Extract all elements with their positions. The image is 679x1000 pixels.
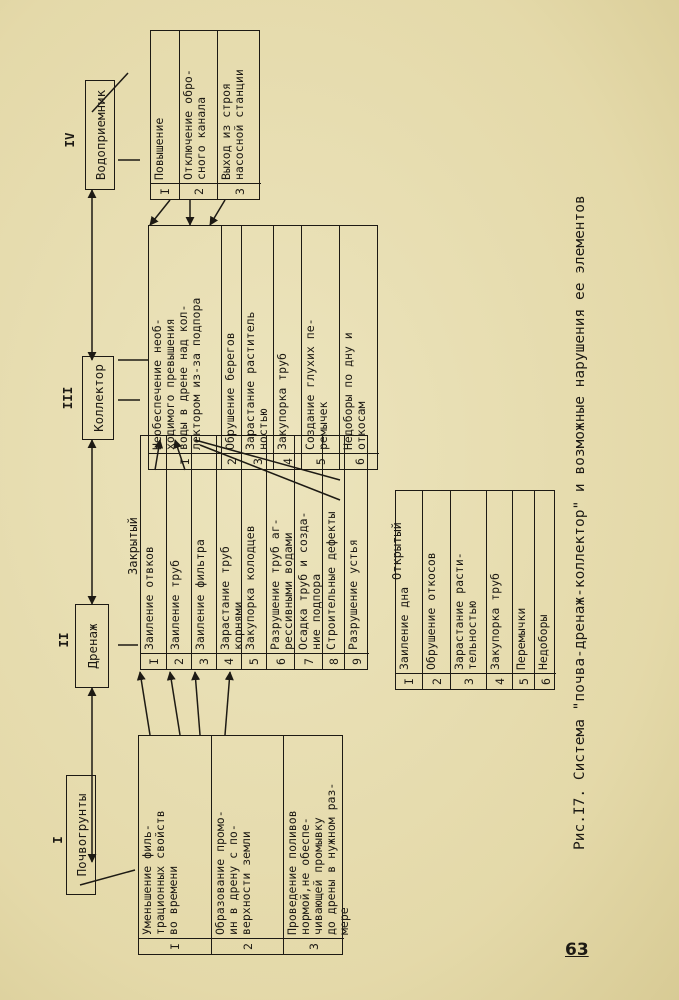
table-row: I Уменьшение филь- трационных свойств во…	[139, 736, 211, 954]
figure-caption: Рис.I7. Система "почва-дренаж-коллектор"…	[572, 195, 588, 850]
box-collector-roman: III	[60, 386, 75, 410]
box-drain: Дренаж	[75, 604, 109, 688]
box-recipient: Водоприемник	[85, 80, 115, 190]
caption-closed: Закрытый	[126, 517, 140, 575]
box-drain-label: Дренаж	[85, 623, 100, 669]
box-recipient-roman: IV	[62, 132, 77, 148]
table-row: 3 Проведение поливов нормой,не обеспе- ч…	[283, 736, 351, 954]
page-number: 63	[565, 940, 589, 960]
box-soils: Почвогрунты	[66, 775, 96, 895]
box-collector-label: Коллектор	[91, 364, 106, 432]
box-recipient-label: Водоприемник	[93, 89, 108, 181]
box-soils-label: Почвогрунты	[74, 793, 89, 877]
table-row: 2 Образование промо- ин в дрену с по- ве…	[211, 736, 283, 954]
box-soils-roman: I	[50, 836, 65, 844]
box-drain-roman: II	[56, 632, 71, 648]
table-soils: I Уменьшение филь- трационных свойств во…	[138, 735, 351, 955]
box-collector: Коллектор	[82, 356, 114, 440]
